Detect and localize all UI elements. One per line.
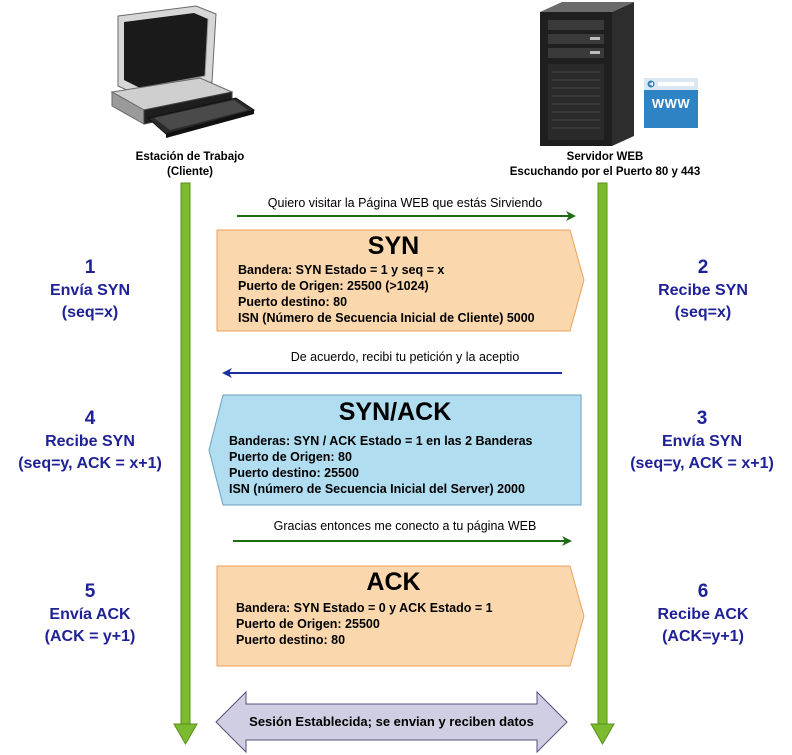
step-5-action: Envía ACK [49,606,131,623]
session-double-arrow [215,690,568,754]
step-2-detail: (seq=x) [674,304,732,321]
client-label: Estación de Trabajo (Cliente) [110,150,270,180]
client-label-line2: (Cliente) [167,166,213,178]
step-3: 3 Envía SYN (seq=y, ACK = x+1) [617,407,787,475]
step-4-action: Recibe SYN [45,433,135,450]
syn-packet-fields: Bandera: SYN Estado = 1 y seq = x Puerto… [238,262,535,326]
step-5-number: 5 [84,581,96,602]
syn-field-dest-port: Puerto destino: 80 [238,295,348,309]
ack-packet-title: ACK [366,568,421,596]
step-4-number: 4 [84,408,96,429]
synack-field-source-port: Puerto de Origen: 80 [229,450,352,464]
synack-field-dest-port: Puerto destino: 25500 [229,466,359,480]
step-1-action: Envía SYN [49,282,131,299]
step-1: 1 Envía SYN (seq=x) [20,256,160,324]
ack-packet-shape [216,565,585,667]
step-6-detail: (ACK=y+1) [662,628,744,645]
step-2: 2 Recibe SYN (seq=x) [633,256,773,324]
step-3-number: 3 [696,408,708,429]
step-3-action: Envía SYN [661,433,743,450]
step-4-detail: (seq=y, ACK = x+1) [18,455,162,472]
client-label-line1: Estación de Trabajo [135,151,245,163]
syn-field-source-port: Puerto de Origen: 25500 (>1024) [238,279,429,293]
synack-field-flags: Banderas: SYN / ACK Estado = 1 en las 2 … [229,434,533,448]
message-label-2: De acuerdo, recibi tu petición y la acep… [290,350,520,364]
server-tower-icon [540,2,634,146]
step-2-number: 2 [697,257,709,278]
web-window-icon [644,78,698,128]
syn-packet-title: SYN [367,232,420,260]
step-6-action: Recibe ACK [657,606,749,623]
ack-field-dest-port: Puerto destino: 80 [236,633,346,647]
step-6-number: 6 [697,581,709,602]
step-2-action: Recibe SYN [658,282,748,299]
ack-field-flags: Bandera: SYN Estado = 0 y ACK Estado = 1 [236,601,493,615]
step-6: 6 Recibe ACK (ACK=y+1) [633,580,773,648]
step-5-detail: (ACK = y+1) [44,628,136,645]
synack-packet-shape [208,394,582,506]
step-4: 4 Recibe SYN (seq=y, ACK = x+1) [5,407,175,475]
syn-field-isn: ISN (Número de Secuencia Inicial de Clie… [238,311,535,325]
step-1-number: 1 [84,257,96,278]
server-label: Servidor WEB Escuchando por el Puerto 80… [470,150,740,180]
web-badge-text: WWW [651,96,691,111]
step-5: 5 Envía ACK (ACK = y+1) [20,580,160,648]
server-lifeline [590,182,615,746]
synack-packet-title: SYN/ACK [338,398,452,426]
server-label-line1: Servidor WEB [566,151,644,163]
syn-packet-shape [216,229,585,332]
workstation-icon [110,5,256,138]
syn-field-flags: Bandera: SYN Estado = 1 y seq = x [238,263,445,277]
client-lifeline [173,182,198,746]
session-label: Sesión Establecida; se envian y reciben … [249,714,534,729]
ack-field-source-port: Puerto de Origen: 25500 [236,617,380,631]
message-label-3: Gracias entonces me conecto a tu página … [273,519,537,533]
step-3-detail: (seq=y, ACK = x+1) [630,455,774,472]
message-label-1: Quiero visitar la Página WEB que estás S… [267,196,543,210]
step-1-detail: (seq=x) [61,304,119,321]
synack-field-isn: ISN (número de Secuencia Inicial del Ser… [229,482,525,496]
synack-packet-fields: Banderas: SYN / ACK Estado = 1 en las 2 … [229,433,532,497]
server-label-line2: Escuchando por el Puerto 80 y 443 [509,166,701,178]
ack-packet-fields: Bandera: SYN Estado = 0 y ACK Estado = 1… [236,600,493,648]
